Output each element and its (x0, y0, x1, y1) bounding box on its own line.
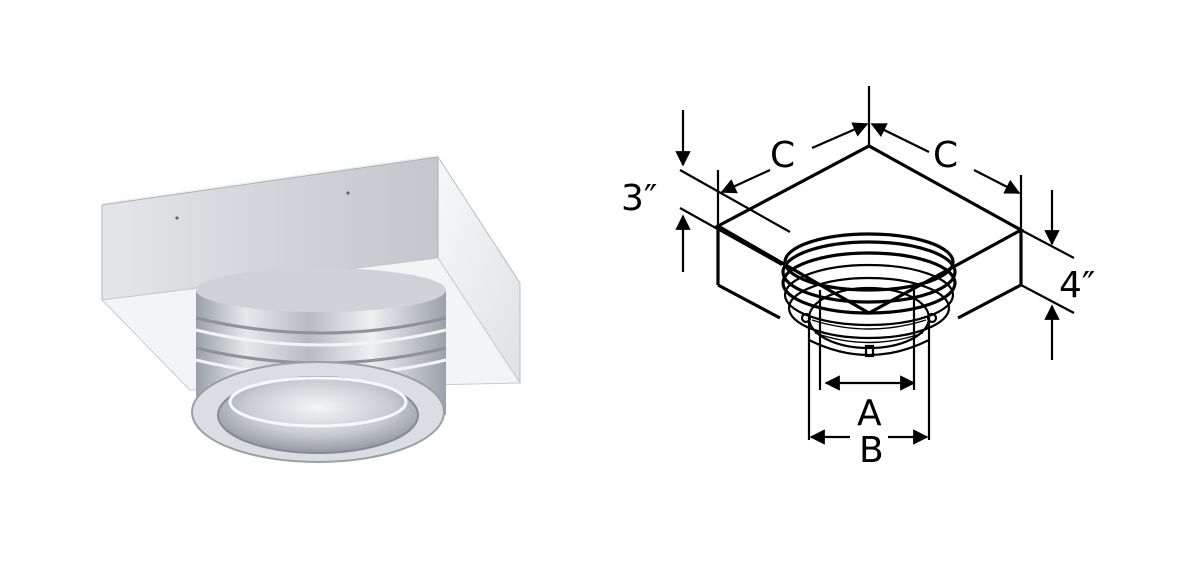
collar-tab (864, 344, 875, 358)
label-c-right: C (933, 135, 958, 176)
rivet (346, 191, 350, 195)
dim-4-extension-top (1020, 229, 1075, 259)
dim-3-extension-top (679, 169, 791, 233)
collar-lower-ring (787, 276, 951, 340)
label-height-4: 4″ (1059, 265, 1095, 306)
collar-top-ring (783, 232, 955, 292)
box-bottom-right-edge (957, 283, 1022, 320)
dim-c-left-arrow-bottom (720, 169, 771, 194)
collar-band-3 (783, 263, 955, 327)
dim-c-left-arrow-top (811, 122, 869, 150)
dim-c-right-arrow-top (870, 123, 930, 153)
rivet (175, 216, 179, 220)
collar-inner-rim (228, 376, 408, 428)
label-height-3: 3″ (621, 178, 657, 219)
label-dim-b: B (859, 430, 884, 471)
label-c-left: C (770, 135, 795, 176)
collar-screw (800, 312, 812, 324)
label-dim-a: A (857, 393, 882, 434)
collar-band-2 (781, 251, 957, 315)
dim-3-extension-bottom (679, 207, 783, 266)
dim-4-extension-bottom (1020, 284, 1075, 314)
dim-c-right-arrow-bottom (973, 169, 1021, 194)
inner-pipe-band (814, 332, 924, 344)
support-box-photo (100, 155, 521, 463)
box-bottom-left-edge (717, 283, 781, 320)
collar-band-1 (781, 240, 957, 304)
dimension-drawing (675, 86, 1075, 445)
collar-screw (926, 312, 938, 324)
